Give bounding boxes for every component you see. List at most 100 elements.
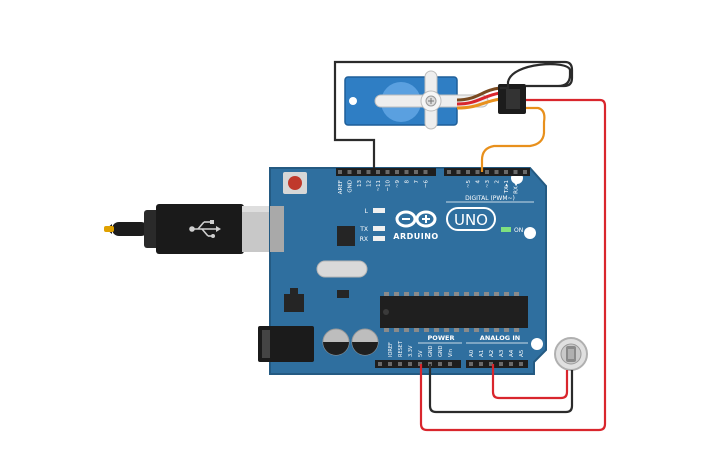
power-pin-label: GND	[438, 345, 444, 357]
led-indicators: L TX RX	[359, 208, 385, 243]
header-socket[interactable]	[414, 170, 418, 174]
power-pin-label: GND	[428, 345, 434, 357]
header-socket[interactable]	[469, 362, 473, 366]
usb-strain-relief-tip	[104, 226, 114, 232]
analog-header-label: ANALOG IN	[480, 334, 520, 342]
on-label: ON	[514, 227, 523, 234]
power-jack[interactable]	[258, 326, 314, 362]
analog-pin-label: A3	[499, 349, 505, 357]
led-tx-label: TX	[359, 226, 368, 233]
analog-pin-label: A2	[489, 350, 495, 357]
led-tx	[373, 226, 385, 231]
digital-pin-label: ~9	[395, 180, 401, 189]
header-socket[interactable]	[376, 170, 380, 174]
digital-pin-label: 13	[357, 180, 363, 187]
power-pin-label: 3.3V	[408, 345, 414, 357]
header-socket[interactable]	[504, 170, 508, 174]
arduino-logo-icon	[395, 210, 437, 228]
digital-pin-label: ~3	[485, 180, 491, 189]
capacitor	[351, 328, 379, 356]
digital-pin-label: 2	[495, 180, 501, 184]
pot-ground-wire[interactable]	[428, 364, 574, 414]
model-badge	[446, 207, 496, 231]
header-socket[interactable]	[398, 362, 402, 366]
power-pin-label: 5V	[418, 350, 424, 357]
led-l	[373, 208, 385, 213]
led-rx	[373, 236, 385, 241]
header-socket[interactable]	[485, 170, 489, 174]
header-socket[interactable]	[519, 362, 523, 366]
header-socket[interactable]	[456, 170, 461, 174]
digital-pin-label: GND	[348, 180, 354, 193]
power-pin-label: Vin	[448, 349, 454, 357]
digital-pin-label: AREF	[338, 180, 344, 194]
header-socket[interactable]	[385, 170, 390, 174]
servo-horn[interactable]	[374, 70, 489, 130]
digital-pin-label: 4	[476, 180, 482, 184]
header-socket[interactable]	[338, 170, 342, 174]
header-socket[interactable]	[499, 362, 503, 366]
digital-pin-label: TX▸1	[504, 180, 510, 194]
header-socket[interactable]	[494, 170, 499, 174]
digital-pin-label: 8	[405, 180, 411, 184]
header-socket[interactable]	[448, 362, 452, 366]
mounting-hole	[524, 227, 536, 239]
servo-power-wire[interactable]	[419, 98, 607, 432]
header-socket[interactable]	[509, 362, 513, 366]
digital-pin-label: ~10	[386, 180, 392, 192]
header-socket[interactable]	[347, 170, 352, 174]
digital-pin-label: ~6	[424, 180, 430, 189]
analog-pin-label: A5	[519, 349, 525, 357]
header-socket[interactable]	[475, 170, 480, 174]
header-socket[interactable]	[523, 170, 527, 174]
digital-header-label: DIGITAL (PWM~)	[465, 195, 515, 202]
servo-motor[interactable]	[344, 70, 526, 130]
digital-pin-label: 12	[367, 180, 373, 187]
power-pin-label: RESET	[398, 340, 404, 357]
header-socket[interactable]	[447, 170, 451, 174]
header-socket[interactable]	[423, 170, 428, 174]
header-socket[interactable]	[395, 170, 399, 174]
digital-pin-label: ~5	[466, 180, 472, 189]
header-socket[interactable]	[378, 362, 382, 366]
analog-pin-label: A1	[479, 350, 485, 357]
mounting-hole	[531, 338, 543, 350]
power-on-led	[501, 227, 511, 232]
reset-button[interactable]	[288, 176, 302, 190]
power-header-label: POWER	[428, 334, 455, 342]
header-socket[interactable]	[408, 362, 412, 366]
servo-mount-hole	[349, 97, 357, 105]
crystal-oscillator	[316, 260, 368, 278]
header-socket[interactable]	[366, 170, 371, 174]
header-socket[interactable]	[357, 170, 361, 174]
power-pin-label: IOREF	[388, 342, 394, 357]
header-socket[interactable]	[479, 362, 483, 366]
atmega328-chip	[380, 296, 528, 328]
usb-cable[interactable]	[104, 204, 282, 254]
header-socket[interactable]	[404, 170, 409, 174]
header-socket[interactable]	[388, 362, 392, 366]
brand-label: ARDUINO	[393, 232, 438, 241]
header-socket[interactable]	[513, 170, 518, 174]
model-label: UNO	[454, 211, 488, 229]
header-socket[interactable]	[438, 362, 442, 366]
usb-interface-chip	[337, 226, 355, 246]
digital-pin-label: RX◂0	[514, 180, 520, 194]
header-socket[interactable]	[489, 362, 493, 366]
servo-signal-wire[interactable]	[480, 106, 546, 172]
voltage-regulator	[284, 294, 304, 312]
servo-ground-wire[interactable]	[333, 60, 574, 168]
analog-pin-label: A0	[469, 349, 475, 357]
analog-header	[466, 360, 528, 368]
header-socket[interactable]	[466, 170, 470, 174]
pot-signal-wire[interactable]	[491, 364, 569, 400]
analog-pin-label: A4	[509, 349, 515, 357]
led-l-label: L	[365, 208, 369, 215]
digital-pin-label: ~11	[376, 180, 382, 192]
potentiometer[interactable]	[554, 337, 588, 371]
led-rx-label: RX	[360, 236, 368, 243]
usb-icon	[189, 220, 221, 238]
capacitor	[322, 328, 350, 356]
